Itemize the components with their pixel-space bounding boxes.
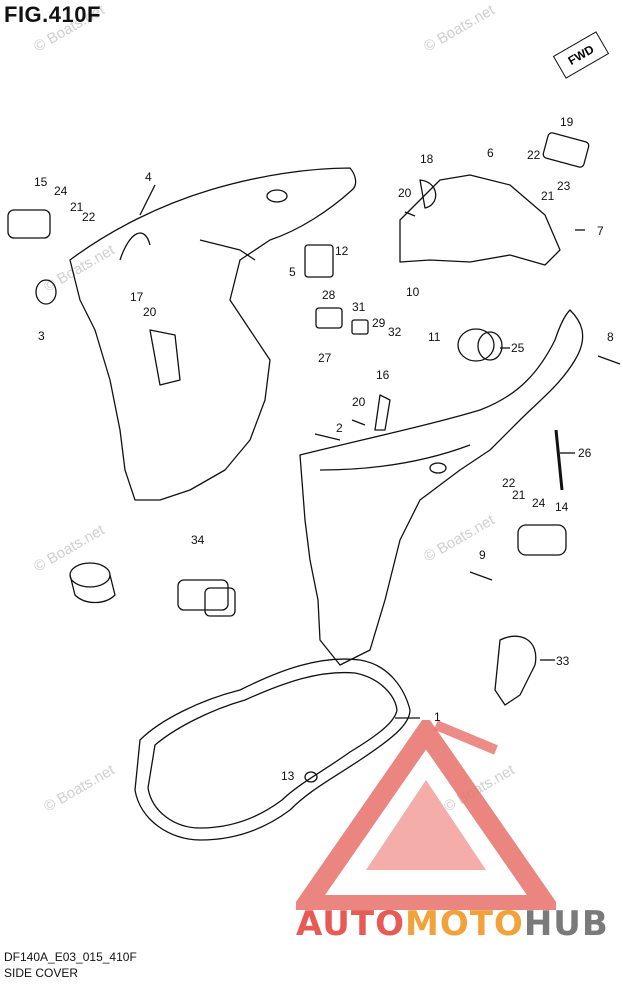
part-5-bracket	[304, 244, 334, 278]
callout-22c: 22	[502, 476, 516, 490]
callout-20a: 20	[398, 186, 412, 200]
callout-9: 9	[479, 548, 486, 562]
triangle-logo-icon	[296, 720, 556, 910]
callout-26: 26	[578, 446, 592, 460]
callout-17: 17	[130, 290, 144, 304]
brand-part-hub: HUB	[523, 904, 609, 944]
part-15-handle	[7, 209, 51, 239]
callout-21a: 21	[70, 200, 84, 214]
callout-14: 14	[555, 500, 569, 514]
callout-16: 16	[376, 368, 390, 382]
callout-20b: 20	[143, 305, 157, 319]
callout-22a: 22	[82, 210, 96, 224]
part-26-tie	[554, 429, 564, 491]
callout-29: 29	[372, 316, 386, 330]
callout-21b: 21	[541, 189, 555, 203]
callout-20c: 20	[352, 395, 366, 409]
part-1-bottom-seal	[134, 658, 411, 841]
part-19-plate	[542, 132, 590, 168]
callout-7: 7	[597, 224, 604, 238]
callout-2: 2	[336, 421, 343, 435]
figure-code: DF140A_E03_015_410F	[4, 950, 137, 964]
brand-part-moto: MOTO	[404, 904, 524, 944]
callout-28: 28	[322, 288, 336, 302]
callout-19: 19	[560, 115, 574, 129]
callout-33: 34	[191, 533, 205, 547]
callout-10: 10	[406, 285, 420, 299]
callout-25: 25	[511, 341, 525, 355]
part-30-block	[351, 319, 369, 335]
callout-15: 15	[34, 175, 48, 189]
callout-23: 23	[557, 179, 571, 193]
part-13-screw	[304, 771, 318, 783]
part-14-handle	[517, 524, 567, 556]
callout-22b: 22	[527, 148, 541, 162]
callout-8: 8	[607, 330, 614, 344]
part-6-bracket	[399, 174, 561, 266]
callout-5: 5	[289, 265, 296, 279]
part-2-right-side-cover	[299, 309, 584, 666]
callout-21c: 21	[512, 488, 526, 502]
callout-13: 13	[281, 769, 295, 783]
brand-wordmark: AUTOMOTOHUB	[296, 904, 609, 944]
callout-4: 4	[145, 170, 152, 184]
part-32-clip	[494, 635, 537, 706]
callout-1: 1	[434, 710, 441, 724]
part-16-bracket	[374, 394, 391, 431]
callout-32: 33	[556, 654, 570, 668]
part-4-left-side-cover	[69, 167, 357, 501]
callout-6: 6	[487, 146, 494, 160]
figure-caption: SIDE COVER	[4, 966, 79, 980]
callout-27: 27	[318, 351, 332, 365]
figure-title: FIG.410F	[4, 2, 101, 27]
part-33-hose	[177, 579, 236, 617]
part-3-grommet	[35, 279, 57, 305]
callout-24a: 24	[54, 184, 68, 198]
callout-24b: 24	[532, 496, 546, 510]
callout-12: 12	[335, 244, 349, 258]
callout-11: 11	[428, 330, 441, 344]
callout-31: 32	[388, 325, 402, 339]
callout-3: 3	[38, 329, 45, 343]
part-34-boot	[69, 562, 116, 604]
callout-30: 31	[352, 300, 366, 314]
part-28-block	[315, 307, 343, 329]
part-18-clip	[419, 179, 437, 209]
part-25-grommet	[457, 328, 503, 362]
brand-part-auto: AUTO	[296, 904, 405, 944]
callout-18: 18	[420, 152, 434, 166]
